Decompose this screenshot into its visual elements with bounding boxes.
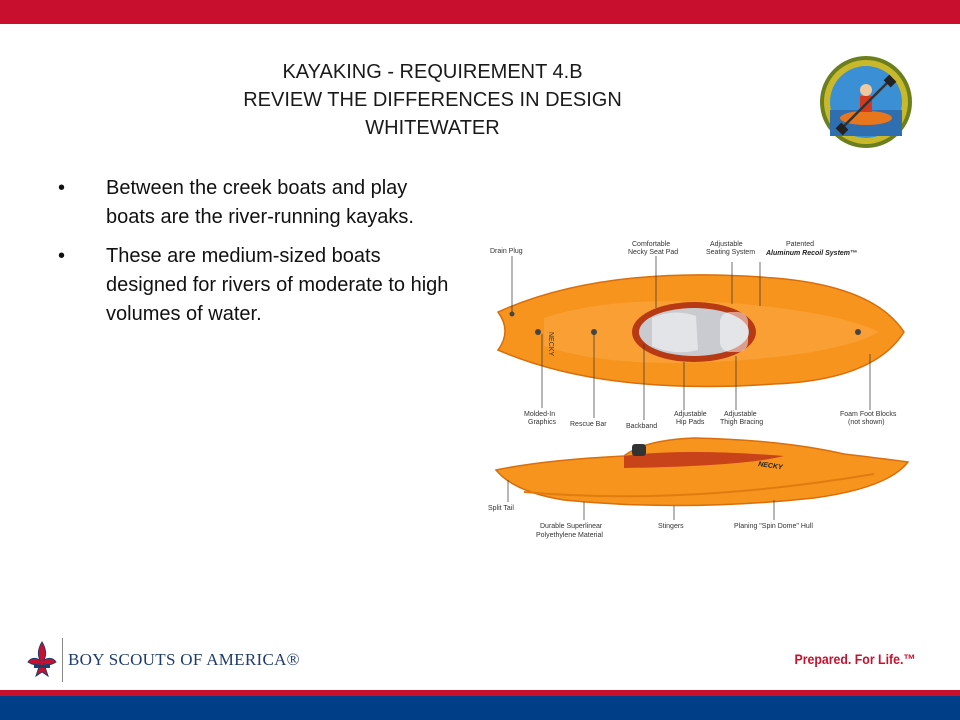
bullet-text: Between the creek boats and play boats a… [106, 177, 414, 228]
footer-divider [62, 638, 63, 682]
label-material-1: Durable Superlinear [540, 523, 603, 530]
label-seat-pad-1: Comfortable [632, 241, 670, 248]
slide-title: KAYAKING - REQUIREMENT 4.B REVIEW THE DI… [150, 58, 715, 142]
kayak-side-view: NECKY [494, 437, 910, 507]
label-foot-1: Foam Foot Blocks [840, 411, 897, 418]
label-material-2: Polyethylene Material [536, 532, 603, 539]
label-thigh-1: Adjustable [724, 411, 757, 418]
merit-badge-patch [820, 56, 912, 148]
label-split-tail: Split Tail [488, 505, 514, 512]
bullet-list: • Between the creek boats and play boats… [58, 174, 458, 339]
bullet-item: • Between the creek boats and play boats… [58, 174, 458, 232]
bottom-red-stripe [0, 690, 960, 696]
label-backband: Backband [626, 423, 657, 430]
bsa-fleur-de-lis-logo [27, 641, 57, 678]
bullet-item: • These are medium-sized boats designed … [58, 242, 458, 329]
label-thigh-2: Thigh Bracing [720, 419, 763, 426]
label-drain-plug: Drain Plug [490, 248, 523, 255]
top-accent-bar [0, 0, 960, 24]
label-graphics-1: Molded-In [524, 411, 555, 418]
bullet-text: These are medium-sized boats designed fo… [106, 245, 449, 325]
bullet-dot-icon: • [58, 245, 66, 267]
label-seating-2: Seating System [706, 249, 755, 256]
title-line-2: REVIEW THE DIFFERENCES IN DESIGN [243, 89, 622, 111]
label-hip-1: Adjustable [674, 411, 707, 418]
kayak-brand-mark: NECKY [758, 461, 785, 472]
label-hull: Planing "Spin Dome" Hull [734, 523, 813, 530]
label-hip-2: Hip Pads [676, 419, 705, 426]
label-seat-pad-2: Necky Seat Pad [628, 249, 678, 256]
footer-tagline: Prepared. For Life.™ [794, 651, 916, 667]
label-recoil-2: Aluminum Recoil System™ [765, 250, 857, 257]
callout-lines [511, 256, 871, 420]
bullet-dot-icon: • [58, 177, 66, 199]
label-stingers: Stingers [658, 523, 684, 530]
kayak-top-view: NECKY [496, 274, 905, 388]
label-foot-2: (not shown) [848, 419, 885, 426]
label-seating-1: Adjustable [710, 241, 743, 248]
title-line-1: KAYAKING - REQUIREMENT 4.B [282, 61, 583, 83]
bottom-blue-bar [0, 696, 960, 720]
title-line-3: WHITEWATER [365, 117, 500, 139]
svg-text:NECKY: NECKY [547, 332, 554, 356]
footer-org-name: BOY SCOUTS OF AMERICA® [68, 650, 300, 669]
kayak-diagram: NECKY Drain Plug Comfortable Necky Seat … [488, 241, 910, 539]
label-rescue-bar: Rescue Bar [570, 421, 607, 428]
label-recoil-1: Patented [786, 241, 814, 248]
label-graphics-2: Graphics [528, 419, 557, 426]
